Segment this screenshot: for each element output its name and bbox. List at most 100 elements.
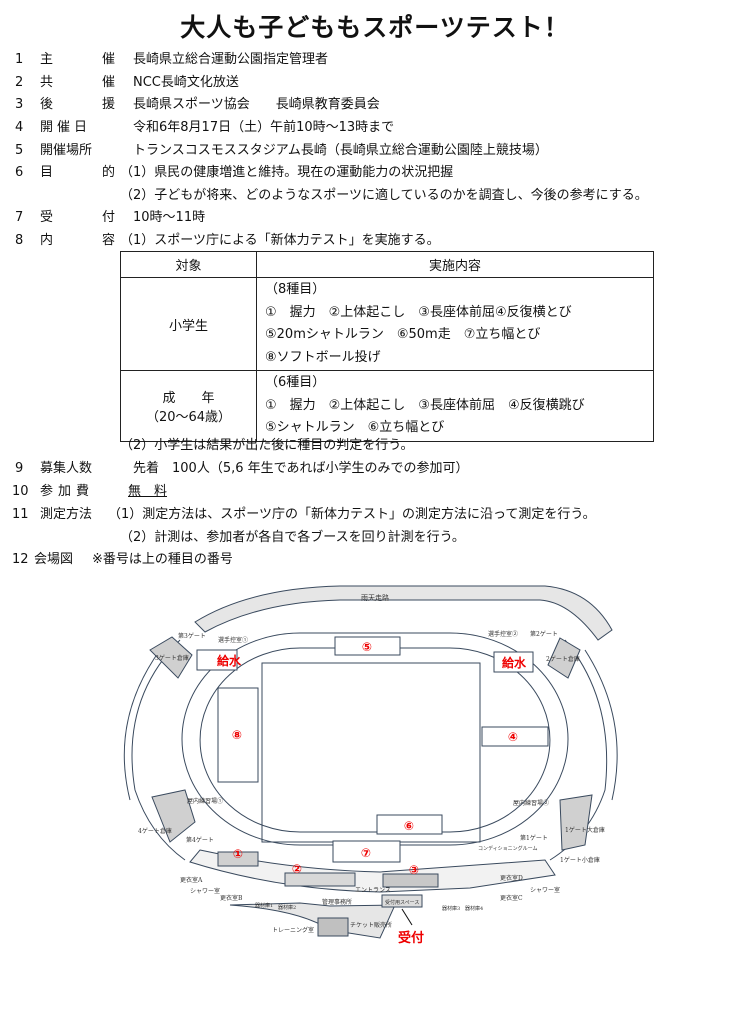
map-labels-gate2store: 2ゲート倉庫 bbox=[546, 655, 580, 663]
station-8: ⑧ bbox=[232, 728, 242, 742]
items-1-num: 2 bbox=[15, 75, 24, 90]
track-inner bbox=[199, 647, 551, 833]
target-cell: 小学生 bbox=[120, 277, 257, 371]
items-2-value: 長崎県スポーツ協会 長崎県教育委員会 bbox=[133, 97, 380, 112]
items-5-num: 6 bbox=[15, 165, 24, 180]
content-cell: （8種目） ① 握力 ②上体起こし ③長座体前屈④反復横とび ⑤20mシャトルラン … bbox=[256, 277, 654, 371]
table-rows-1-lines-1: ① 握力 ②上体起こし ③長座体前屈 ④反復横跳び bbox=[265, 397, 585, 413]
items-8-num: 9 bbox=[15, 461, 24, 476]
items-2-num: 3 bbox=[15, 97, 24, 112]
items-6-value: 10時～11時 bbox=[133, 210, 206, 225]
map-labels-gate1big: 1ゲート大倉庫 bbox=[565, 826, 605, 834]
station-5: ⑤ bbox=[362, 640, 372, 654]
map-labels-gate3store: 3ゲート倉庫 bbox=[155, 654, 189, 662]
items-7-num: 8 bbox=[15, 233, 24, 248]
items-9-label: 参加費 bbox=[40, 484, 95, 499]
items-11-label: 会場図 bbox=[34, 552, 74, 567]
items-11-num: 12 bbox=[12, 552, 29, 567]
items-7-value2: （2）小学生は結果が出た後に種目の判定を行う。 bbox=[120, 438, 414, 453]
items-0-num: 1 bbox=[15, 52, 24, 67]
page-title: 大人も子どももスポーツテスト！ bbox=[180, 13, 570, 42]
map-labels-gate4: 第4ゲート bbox=[186, 836, 214, 844]
map-labels-practice1: 屋内練習場① bbox=[187, 797, 223, 805]
station-6: ⑥ bbox=[404, 819, 414, 833]
field bbox=[261, 662, 481, 843]
map-labels-reception_space: 受付用スペース bbox=[385, 899, 419, 906]
items-4-value: トランスコスモススタジアム長崎（長崎県立総合運動公園陸上競技場） bbox=[133, 143, 548, 158]
map-labels-equip1: 器材庫1 bbox=[255, 902, 273, 909]
map-labels-gate1: 第1ゲート bbox=[520, 834, 548, 842]
map-labels-gate3: 第3ゲート bbox=[178, 632, 206, 640]
table-rows-0-lines-0: （8種目） bbox=[265, 282, 326, 297]
table-rows-1-lines-2: ⑤シャトルラン ⑥立ち幅とび bbox=[265, 420, 445, 435]
water-station-left: 給水 bbox=[217, 653, 242, 668]
walkway bbox=[194, 585, 613, 641]
items-3-label: 開催日 bbox=[40, 120, 92, 135]
map-labels-equip4: 器材庫4 bbox=[465, 905, 483, 912]
track-outer bbox=[181, 632, 569, 846]
items-0-value: 長崎県立総合運動公園指定管理者 bbox=[133, 52, 329, 67]
target-cell: 成 年 （20～64歳） bbox=[120, 370, 257, 442]
table-rows-1-lines-0: （6種目） bbox=[265, 375, 326, 390]
items-7-value: （1）スポーツ庁による「新体力テスト」を実施する。 bbox=[120, 233, 440, 248]
items-0-label: 主 催 bbox=[40, 52, 134, 67]
map-labels-equip2: 器材庫2 bbox=[278, 904, 296, 911]
items-10-value: （1）測定方法は、スポーツ庁の「新体力テスト」の測定方法に沿って測定を行う。 bbox=[108, 507, 596, 522]
map-labels-entrance: エントランス bbox=[355, 887, 391, 894]
map-labels-gate4store: 4ゲート倉庫 bbox=[138, 827, 172, 835]
table-row: 成 年 （20～64歳） （6種目） ① 握力 ②上体起こし ③長座体前屈 ④反復横… bbox=[120, 370, 654, 442]
items-9-num: 10 bbox=[12, 484, 29, 499]
items-7-label: 内 容 bbox=[40, 233, 134, 248]
content-cell: （6種目） ① 握力 ②上体起こし ③長座体前屈 ④反復横跳び ⑤シャトルラン ⑥立… bbox=[256, 370, 654, 442]
station-3: ③ bbox=[409, 863, 419, 877]
reception-label: 受付 bbox=[398, 930, 424, 946]
items-5-label: 目 的 bbox=[40, 165, 134, 180]
table-rows-0-lines-1: ① 握力 ②上体起こし ③長座体前屈④反復横とび bbox=[265, 304, 572, 320]
items-3-value: 令和6年8月17日（土）午前10時～13時まで bbox=[133, 120, 395, 135]
outer-stand bbox=[131, 639, 186, 861]
items-8-value: 先着 100人（5,6 年生であれば小学生のみでの参加可） bbox=[133, 461, 469, 476]
map-labels-ticket: チケット販売所 bbox=[350, 921, 392, 929]
items-10-value2: （2）計測は、参加者が各自で各ブースを回り計測を行う。 bbox=[120, 530, 465, 545]
items-3-num: 4 bbox=[15, 120, 24, 135]
map-labels-locker1: 選手控室① bbox=[218, 636, 248, 644]
table-rows-1-target2: （20～64歳） bbox=[145, 409, 232, 425]
walkway-label: 雨天走路 bbox=[361, 593, 389, 602]
map-labels-practice2: 屋内練習場② bbox=[513, 799, 549, 807]
test-table: 対象実施内容 小学生 （8種目）① 握力 ②上体起こし ③長座体前屈④反復横とび… bbox=[120, 251, 654, 442]
items-1-value: NCC長崎文化放送 bbox=[133, 75, 239, 90]
items-1-label: 共 催 bbox=[40, 75, 134, 90]
items-8-label: 募集人数 bbox=[40, 461, 93, 476]
table-rows-0-lines-3: ⑧ソフトボール投げ bbox=[265, 349, 381, 365]
items-5-value: （1）県民の健康増進と維持。現在の運動能力の状況把握 bbox=[120, 165, 454, 180]
items-11-value: ※番号は上の種目の番号 bbox=[92, 552, 233, 567]
map-labels-changeA: 更衣室A bbox=[180, 876, 203, 884]
station-2: ② bbox=[292, 862, 302, 876]
items-9-value: 無 料 bbox=[128, 484, 168, 499]
items-10-num: 11 bbox=[12, 507, 29, 522]
map-labels-gate2: 第2ゲート bbox=[530, 630, 558, 638]
water-station-right: 給水 bbox=[502, 655, 527, 670]
map-labels-office: 管理事務所 bbox=[322, 898, 352, 906]
items-4-label: 開催場所 bbox=[40, 143, 93, 158]
station-1: ① bbox=[233, 847, 243, 861]
map-labels-training: トレーニング室 bbox=[272, 926, 314, 934]
map-labels-changeB: 更衣室B bbox=[220, 894, 243, 902]
items-2-label: 後 援 bbox=[40, 97, 134, 112]
items-10-label: 測定方法 bbox=[40, 507, 93, 522]
items-6-label: 受 付 bbox=[40, 210, 134, 225]
station-7: ⑦ bbox=[361, 846, 371, 860]
items-4-num: 5 bbox=[15, 143, 24, 158]
map-labels-shower2: シャワー室 bbox=[530, 886, 560, 894]
station-4: ④ bbox=[508, 730, 518, 744]
table-rows-0-lines-2: ⑤20mシャトルラン ⑥50m走 ⑦立ち幅とび bbox=[265, 327, 541, 342]
map-labels-equip3: 器材庫3 bbox=[442, 905, 460, 912]
map-labels-locker2: 選手控室② bbox=[488, 630, 518, 638]
map-labels-changeD: 更衣室D bbox=[500, 874, 523, 882]
table-rows-1-target: 成 年 bbox=[162, 390, 215, 406]
map-labels-shower1: シャワー室 bbox=[190, 887, 220, 895]
map-labels-gate1small: 1ゲート小倉庫 bbox=[560, 856, 600, 864]
map-labels-conditioning: コンディショニングルーム bbox=[478, 845, 538, 852]
map-labels-changeC: 更衣室C bbox=[500, 894, 523, 902]
